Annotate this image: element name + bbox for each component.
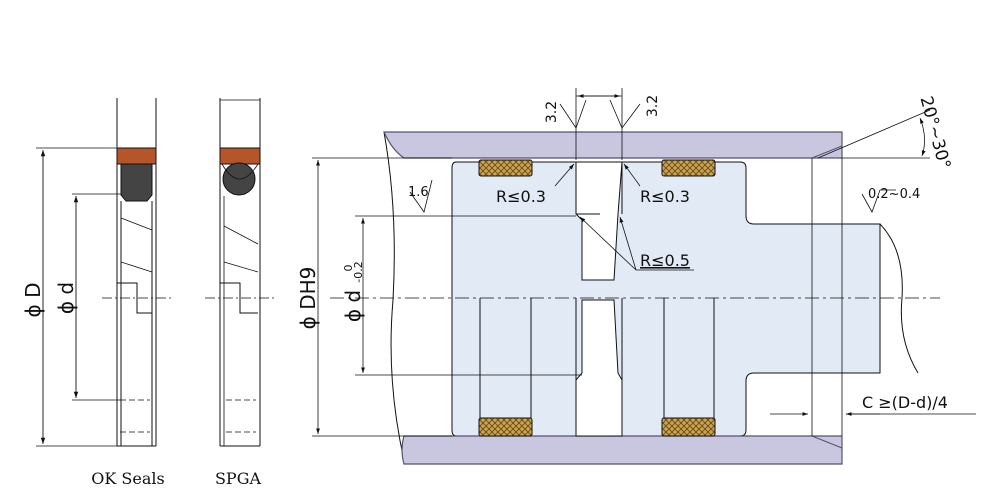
spga-slide-ring: [219, 147, 261, 165]
radius-corner-label: R≤0.5: [640, 251, 690, 270]
piston-body: [451, 161, 881, 437]
housing-bottom: [401, 435, 843, 465]
housing-top: [383, 131, 843, 159]
bore-break-line: [383, 131, 405, 461]
seal-ring-top-right: [661, 159, 716, 177]
angle-label: 20°~30°: [916, 94, 955, 171]
radius-right-label: R≤0.3: [640, 187, 690, 206]
dim-DH9-label: ϕ DH9: [296, 267, 320, 330]
spga-caption: SPGA: [215, 469, 262, 488]
tol-upper: 0: [342, 265, 355, 272]
spga-section: [205, 98, 275, 447]
ok-seals-caption: OK Seals: [91, 469, 164, 488]
chamfer-c-label: C ≥(D-d)/4: [862, 393, 948, 412]
rough-top-left: 3.2: [544, 101, 560, 123]
seal-ring-bottom-left: [478, 417, 533, 437]
dim-d-small-label: ϕ d: [54, 282, 78, 314]
chamfer-length-label: 0.2~0.4: [868, 187, 920, 202]
tol-lower: -0.2: [352, 261, 365, 282]
grooves: [575, 161, 623, 437]
seal-ring-top-left: [478, 159, 533, 177]
seal-ring-bottom-right: [661, 417, 716, 437]
dim-D-label: ϕ D: [21, 283, 45, 318]
dim-d-main-label: ϕ d: [341, 290, 365, 322]
ok-seals-slide-ring: [116, 147, 157, 165]
radius-left-label: R≤0.3: [496, 187, 546, 206]
shaft-end-curve: [879, 223, 919, 374]
rough-bore: 1.6: [408, 185, 429, 200]
ok-seals-energizer: [120, 163, 153, 202]
rough-top-right: 3.2: [645, 95, 661, 117]
ok-seals-section: [36, 98, 172, 447]
